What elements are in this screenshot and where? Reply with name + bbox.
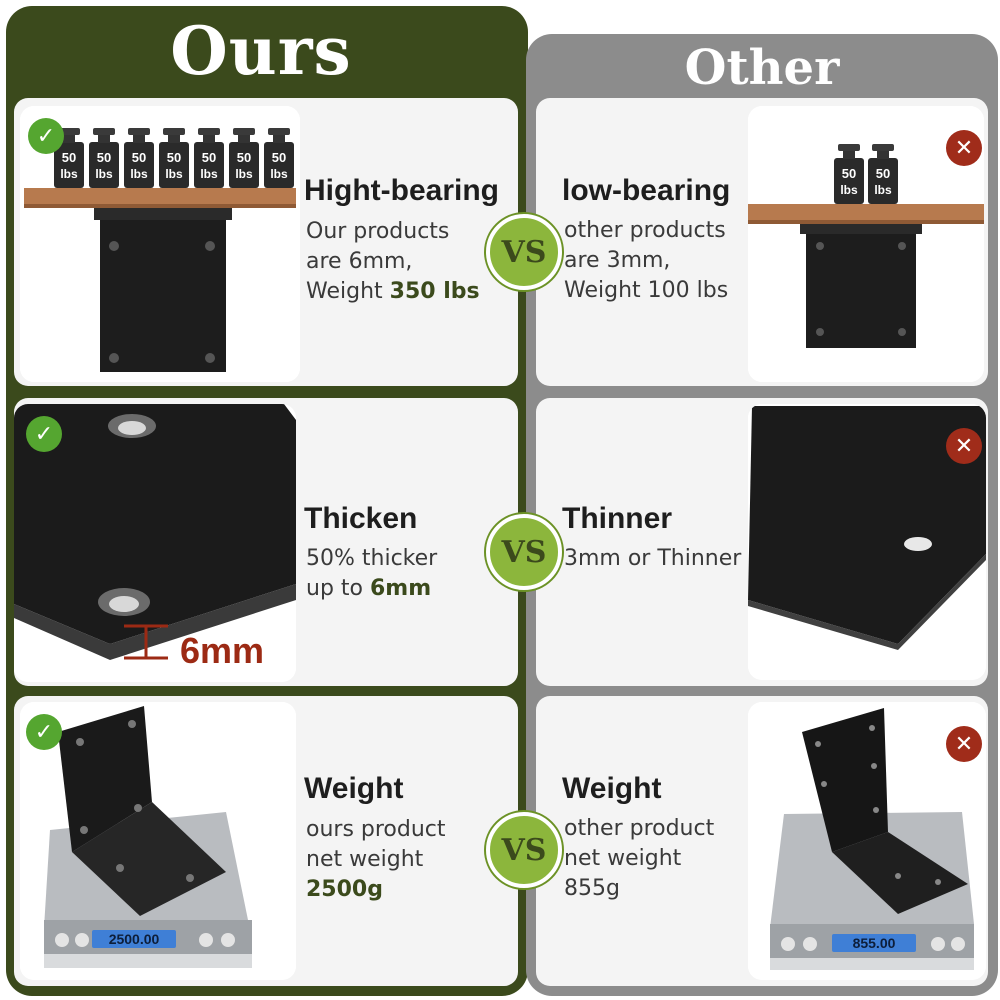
check-icon: ✓ <box>28 118 64 154</box>
other-weight-line-3: 855g <box>564 876 620 901</box>
ours-heading: Ours <box>170 12 352 90</box>
other-weight-line-1: other product <box>564 816 715 841</box>
ours-thickness-prefix: up to <box>306 576 370 601</box>
ours-bearing-line-2: are 6mm, <box>306 249 413 274</box>
ours-thickness-line-2: up to 6mm <box>306 574 437 604</box>
other-weight-description: other product net weight 855g <box>564 814 714 904</box>
other-bearing-line-3: Weight 100 lbs <box>564 278 729 303</box>
ours-weight-panel: 2500.00 ✓ Weight ours product net weight… <box>14 696 518 986</box>
weight-blocks: 50 lbs 50 lbs 50 lbs 50 lbs 50 lbs 50 lbs 50 lbs <box>54 128 294 188</box>
ours-shelf-illustration: 50 lbs 50 lbs 50 lbs 50 lbs 50 lbs 50 lbs 50 lbs <box>20 106 300 382</box>
cross-icon: ✕ <box>946 428 982 464</box>
other-weight-panel: 855.00 ✕ Weight other product net weight… <box>536 696 988 986</box>
ours-weight-line-1: ours product <box>306 817 446 842</box>
cross-icon: ✕ <box>946 130 982 166</box>
weight-unit: lbs <box>874 183 892 197</box>
other-bearing-line-1: other products <box>564 218 726 243</box>
weight-value: 50 <box>167 150 181 165</box>
weight-block: 50 lbs <box>194 128 224 188</box>
weight-unit: lbs <box>235 167 253 181</box>
weight-unit: lbs <box>95 167 113 181</box>
ours-thickness-title: Thicken <box>304 502 418 535</box>
ours-thickness-panel: ✓ 6mm Thicken 50% thicker up to 6mm <box>14 398 518 686</box>
weight-block: 50 lbs <box>264 128 294 188</box>
ours-bearing-panel: 50 lbs 50 lbs 50 lbs 50 lbs 50 lbs 50 lbs 50 lbs ✓ Hi… <box>14 98 518 386</box>
ours-bearing-description: Our products are 6mm, Weight 350 lbs <box>306 217 480 307</box>
other-bearing-title: low-bearing <box>562 174 731 207</box>
weight-value: 50 <box>876 166 890 181</box>
vs-badge: VS <box>486 514 562 590</box>
weight-value: 50 <box>97 150 111 165</box>
weight-value: 50 <box>237 150 251 165</box>
ours-plate-illustration <box>14 404 296 682</box>
other-heading: Other <box>684 40 840 96</box>
weight-unit: lbs <box>60 167 78 181</box>
weight-unit: lbs <box>200 167 218 181</box>
ours-bearing-title: Hight-bearing <box>304 174 499 207</box>
other-bearing-panel: 50 lbs 50 lbs ✕ low-bearing other products … <box>536 98 988 386</box>
other-shelf-illustration: 50 lbs 50 lbs <box>748 106 984 382</box>
other-weight-line-2: net weight <box>564 846 682 871</box>
other-thickness-line-1: 3mm or Thinner <box>564 546 742 571</box>
ours-bearing-line-3: Weight 350 lbs <box>306 277 480 307</box>
weight-value: 50 <box>202 150 216 165</box>
ours-scale-photo: 2500.00 <box>20 702 296 980</box>
weight-block: 50 lbs <box>124 128 154 188</box>
weight-value: 50 <box>62 150 76 165</box>
weight-unit: lbs <box>840 183 858 197</box>
weight-unit: lbs <box>165 167 183 181</box>
weight-value: 50 <box>272 150 286 165</box>
weight-block: 50 lbs <box>89 128 119 188</box>
other-thickness-description: 3mm or Thinner <box>564 544 741 574</box>
weight-value: 50 <box>842 166 856 181</box>
ours-bearing-weight-prefix: Weight <box>306 279 390 304</box>
ours-weight-value: 2500g <box>306 877 383 902</box>
weight-blocks: 50 lbs 50 lbs <box>834 144 898 204</box>
other-weight-title: Weight <box>562 772 662 805</box>
check-icon: ✓ <box>26 416 62 452</box>
vs-badge: VS <box>486 214 562 290</box>
ours-weight-title: Weight <box>304 772 404 805</box>
weight-block: 50 lbs <box>868 144 898 204</box>
weight-block: 50 lbs <box>834 144 864 204</box>
ours-weight-description: ours product net weight 2500g <box>306 815 446 905</box>
weight-block: 50 lbs <box>229 128 259 188</box>
ours-weight-line-2: net weight <box>306 847 424 872</box>
ours-thickness-line-1: 50% thicker <box>306 546 438 571</box>
check-icon: ✓ <box>26 714 62 750</box>
ours-bearing-line-1: Our products <box>306 219 450 244</box>
weight-block: 50 lbs <box>159 128 189 188</box>
other-thickness-panel: ✕ Thinner 3mm or Thinner <box>536 398 988 686</box>
ours-scale-illustration: 2500.00 <box>20 702 296 980</box>
ours-shelf-photo: 50 lbs 50 lbs 50 lbs 50 lbs 50 lbs 50 lbs 50 lbs <box>20 106 300 382</box>
ours-scale-reading: 2500.00 <box>109 931 160 947</box>
ours-thickness-value: 6mm <box>369 576 432 601</box>
weight-unit: lbs <box>130 167 148 181</box>
ours-thickness-description: 50% thicker up to 6mm <box>306 544 437 604</box>
weight-value: 50 <box>132 150 146 165</box>
ours-bearing-weight-value: 350 lbs <box>389 279 480 304</box>
other-bearing-line-2: are 3mm, <box>564 248 671 273</box>
cross-icon: ✕ <box>946 726 982 762</box>
other-scale-reading: 855.00 <box>853 935 896 951</box>
weight-unit: lbs <box>270 167 288 181</box>
vs-badge: VS <box>486 812 562 888</box>
other-shelf-photo: 50 lbs 50 lbs <box>748 106 984 382</box>
other-bearing-description: other products are 3mm, Weight 100 lbs <box>564 216 728 306</box>
other-thickness-title: Thinner <box>562 502 672 535</box>
ours-plate-photo <box>14 404 296 682</box>
thickness-label: 6mm <box>180 630 265 671</box>
